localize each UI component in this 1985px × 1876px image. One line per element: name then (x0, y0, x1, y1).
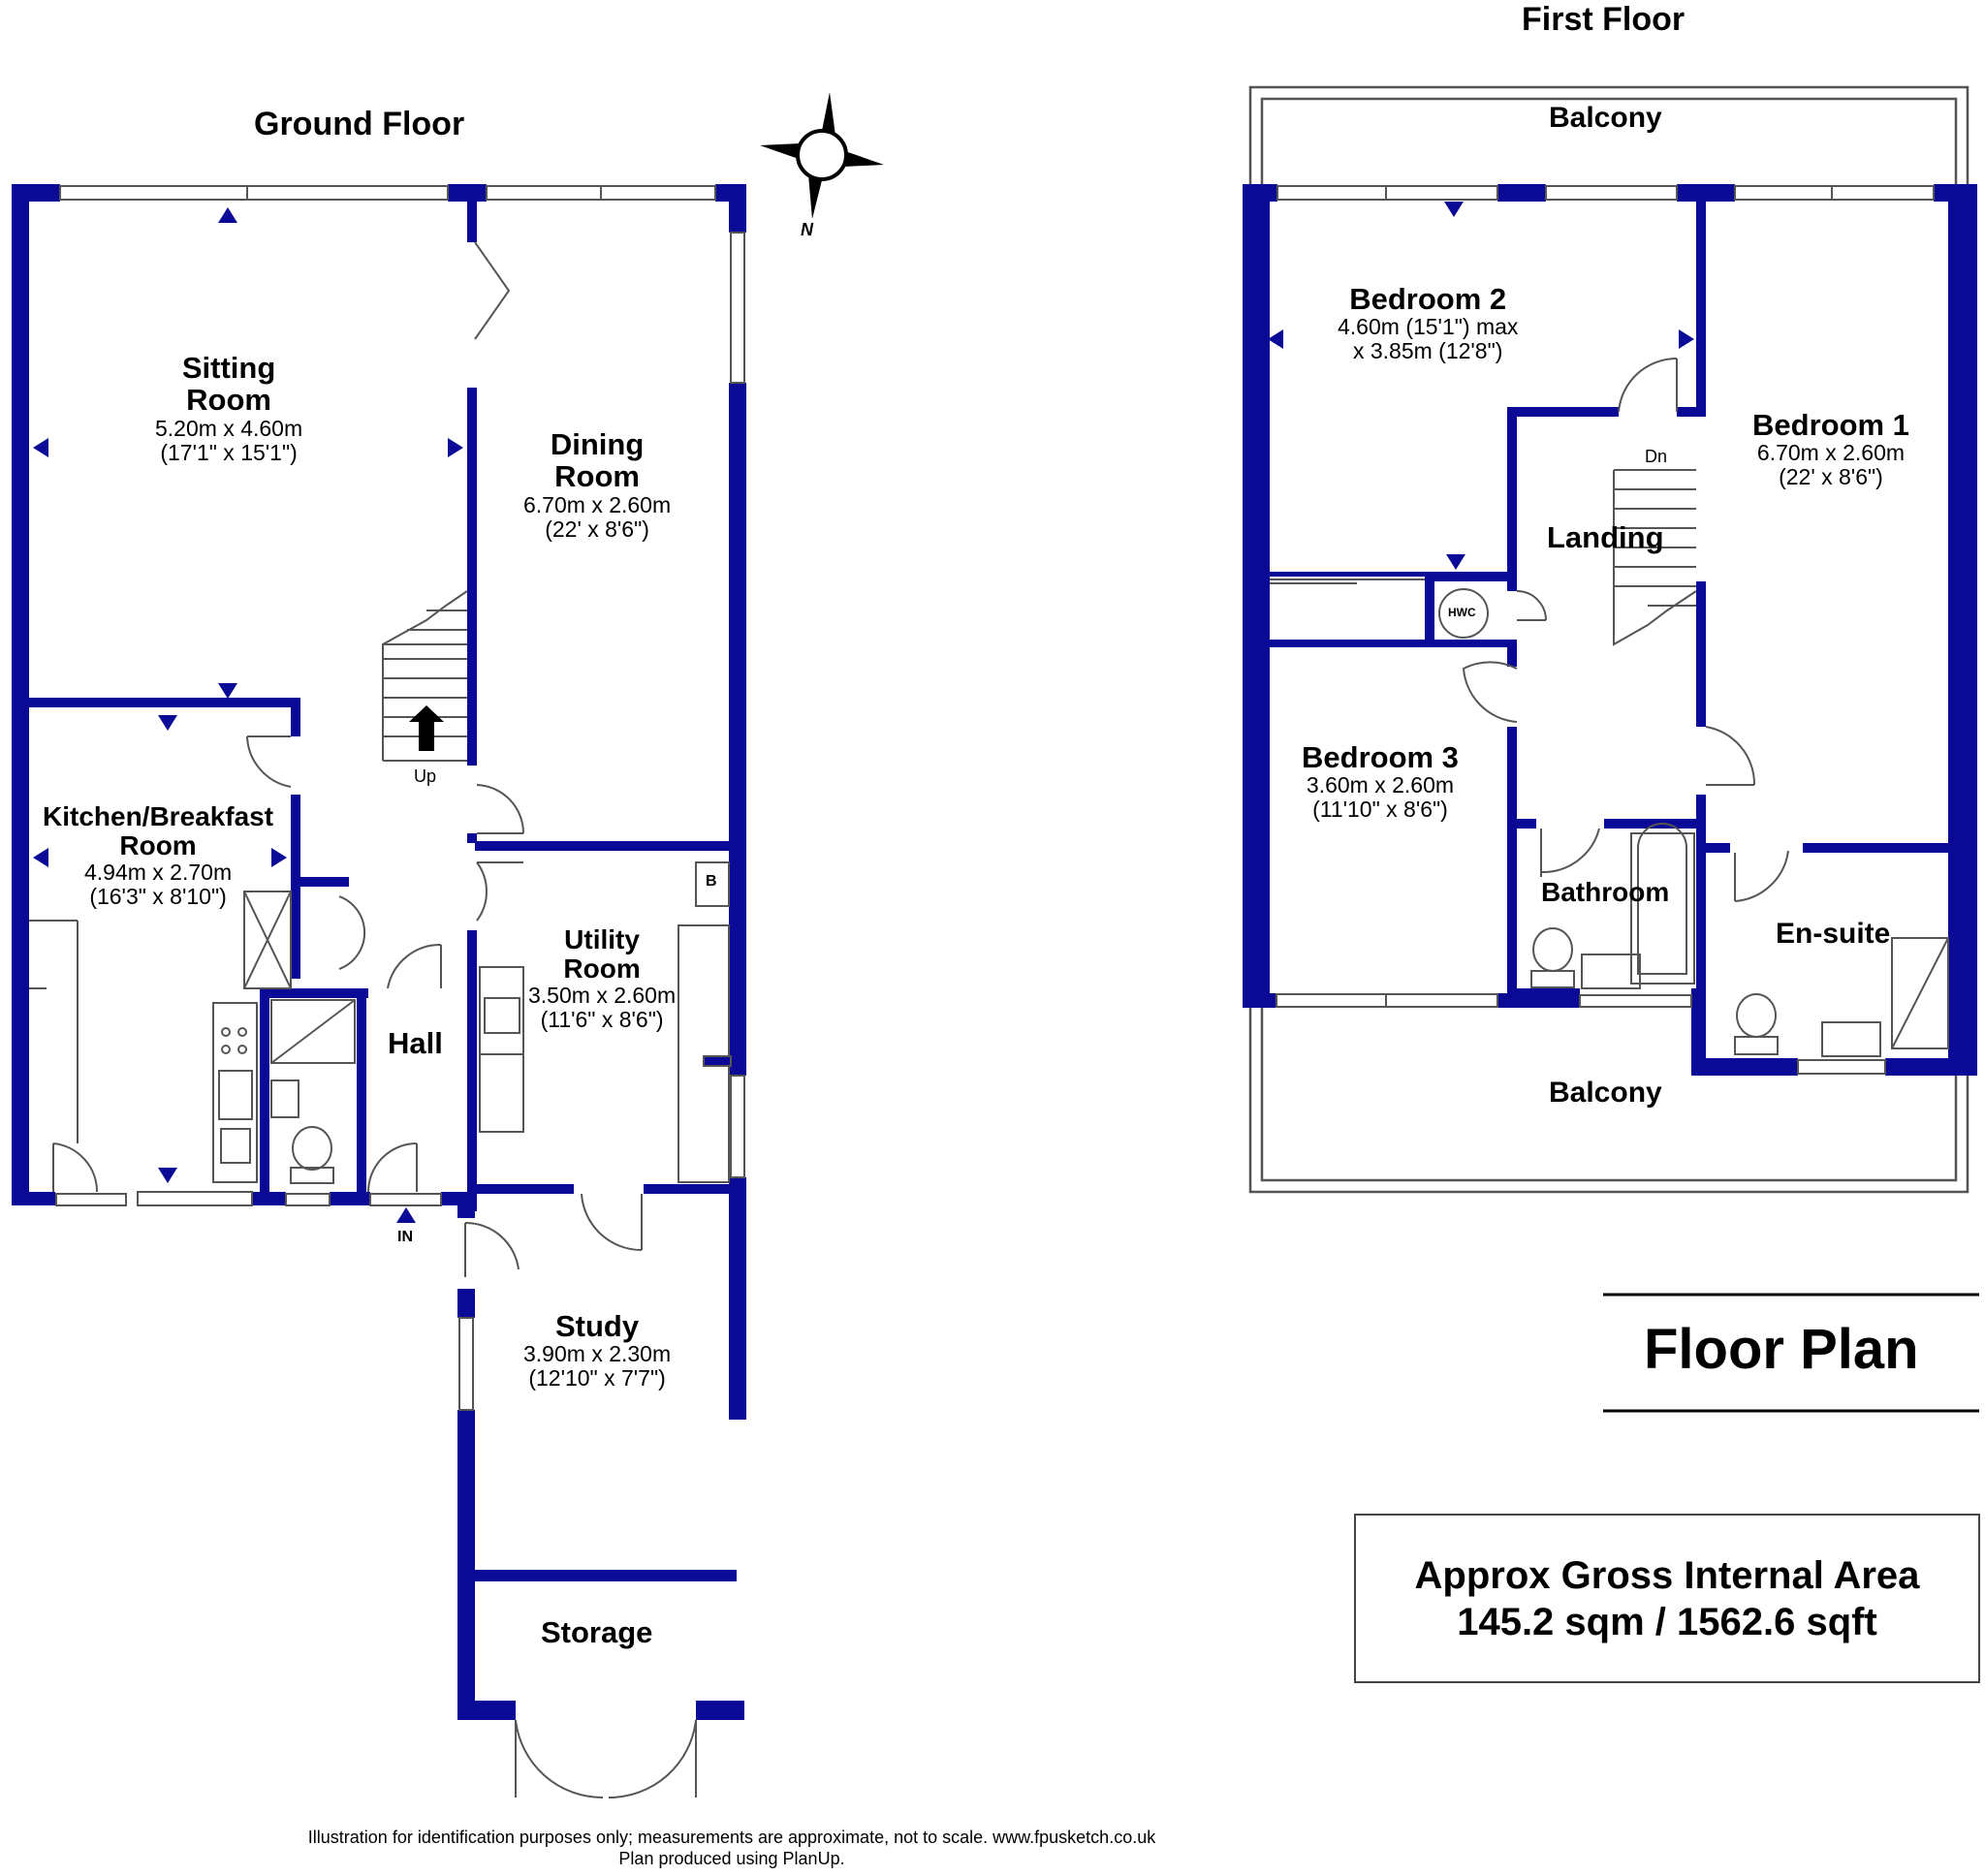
balcony-bottom-label: Balcony (1549, 1077, 1662, 1109)
room-name: Dining Room (550, 427, 645, 494)
room-ensuite: En-suite (1776, 918, 1891, 950)
room-utility: Utility Room 3.50m x 2.60m (11'6" x 8'6"… (528, 924, 677, 1033)
room-hall: Hall (388, 1026, 443, 1060)
first-floor-arrows (1268, 202, 1694, 570)
gross-internal-area: Approx Gross Internal Area 145.2 sqm / 1… (1355, 1552, 1979, 1645)
shower-room-fittings (270, 999, 356, 1184)
boiler-label: B (706, 873, 717, 890)
compass-icon (760, 92, 884, 219)
room-name: Sitting Room (181, 351, 276, 418)
compass-north-label: N (801, 220, 813, 239)
room-sitting: Sitting Room 5.20m x 4.60m (17'1" x 15'1… (155, 352, 302, 465)
ground-floor-title: Ground Floor (254, 106, 465, 142)
room-bathroom: Bathroom (1541, 877, 1670, 907)
room-name: Study (555, 1309, 640, 1343)
room-dimensions: 3.60m x 2.60m (11'10" x 8'6") (1306, 772, 1455, 823)
room-landing: Landing (1547, 520, 1664, 554)
area-heading: Approx Gross Internal Area (1414, 1554, 1920, 1597)
room-name: Kitchen/Breakfast Room (43, 801, 274, 861)
room-dining: Dining Room 6.70m x 2.60m (22' x 8'6") (523, 428, 671, 542)
room-dimensions: 5.20m x 4.60m (17'1" x 15'1") (155, 415, 303, 465)
title-rules (1354, 1293, 1980, 1683)
area-value: 145.2 sqm / 1562.6 sqft (1457, 1601, 1877, 1643)
balcony-top-label: Balcony (1549, 102, 1662, 134)
first-floor-title: First Floor (1522, 1, 1686, 38)
stairs-up-label: Up (414, 766, 437, 786)
room-bedroom-3: Bedroom 3 3.60m x 2.60m (11'10" x 8'6") (1302, 741, 1459, 822)
ground-stairs (382, 590, 468, 762)
room-dimensions: 4.94m x 2.70m (16'3" x 8'10") (83, 860, 233, 910)
floor-plan-title: Floor Plan (1644, 1318, 1919, 1381)
first-floor-walls (1243, 184, 1977, 1076)
stairs-down-label: Dn (1645, 447, 1668, 466)
ground-floor-windows (55, 185, 745, 1411)
disclaimer-line-2: Plan produced using PlanUp. (618, 1848, 845, 1868)
room-bedroom-2: Bedroom 2 4.60m (15'1") max x 3.85m (12'… (1338, 283, 1518, 363)
room-dimensions: 4.60m (15'1") max x 3.85m (12'8") (1338, 314, 1519, 364)
disclaimer-line-1: Illustration for identification purposes… (307, 1828, 1156, 1847)
first-floor-doors (1462, 357, 1789, 902)
room-name: Bedroom 1 (1752, 408, 1909, 442)
first-floor-stairs (1613, 469, 1697, 646)
bathroom-fittings (1530, 823, 1949, 1057)
room-bedroom-1: Bedroom 1 6.70m x 2.60m (22' x 8'6") (1752, 409, 1909, 489)
room-study: Study 3.90m x 2.30m (12'10" x 7'7") (523, 1310, 671, 1391)
balconies (1248, 85, 1969, 1194)
room-name: Bedroom 2 (1349, 282, 1507, 316)
utility-fittings (479, 861, 732, 1183)
room-dimensions: 3.90m x 2.30m (12'10" x 7'7") (523, 1341, 672, 1391)
room-dimensions: 6.70m x 2.60m (22' x 8'6") (523, 491, 672, 542)
hwc-label: HWC (1448, 606, 1476, 619)
room-kitchen: Kitchen/Breakfast Room 4.94m x 2.70m (16… (43, 801, 274, 910)
kitchen-fittings (29, 891, 292, 1183)
room-storage: Storage (541, 1615, 653, 1649)
room-name: Utility Room (563, 924, 641, 985)
ground-floor-doors (52, 241, 697, 1799)
entrance-label: IN (397, 1229, 413, 1245)
room-dimensions: 3.50m x 2.60m (11'6" x 8'6") (528, 983, 677, 1033)
ground-arrows (33, 207, 463, 1223)
room-name: Bedroom 3 (1302, 740, 1459, 774)
ground-floor-walls (12, 184, 746, 1720)
room-dimensions: 6.70m x 2.60m (22' x 8'6") (1756, 440, 1906, 490)
first-floor-windows (1276, 185, 1935, 1075)
hwc-cupboard (1270, 578, 1489, 639)
disclaimer: Illustration for identification purposes… (0, 1828, 1464, 1869)
